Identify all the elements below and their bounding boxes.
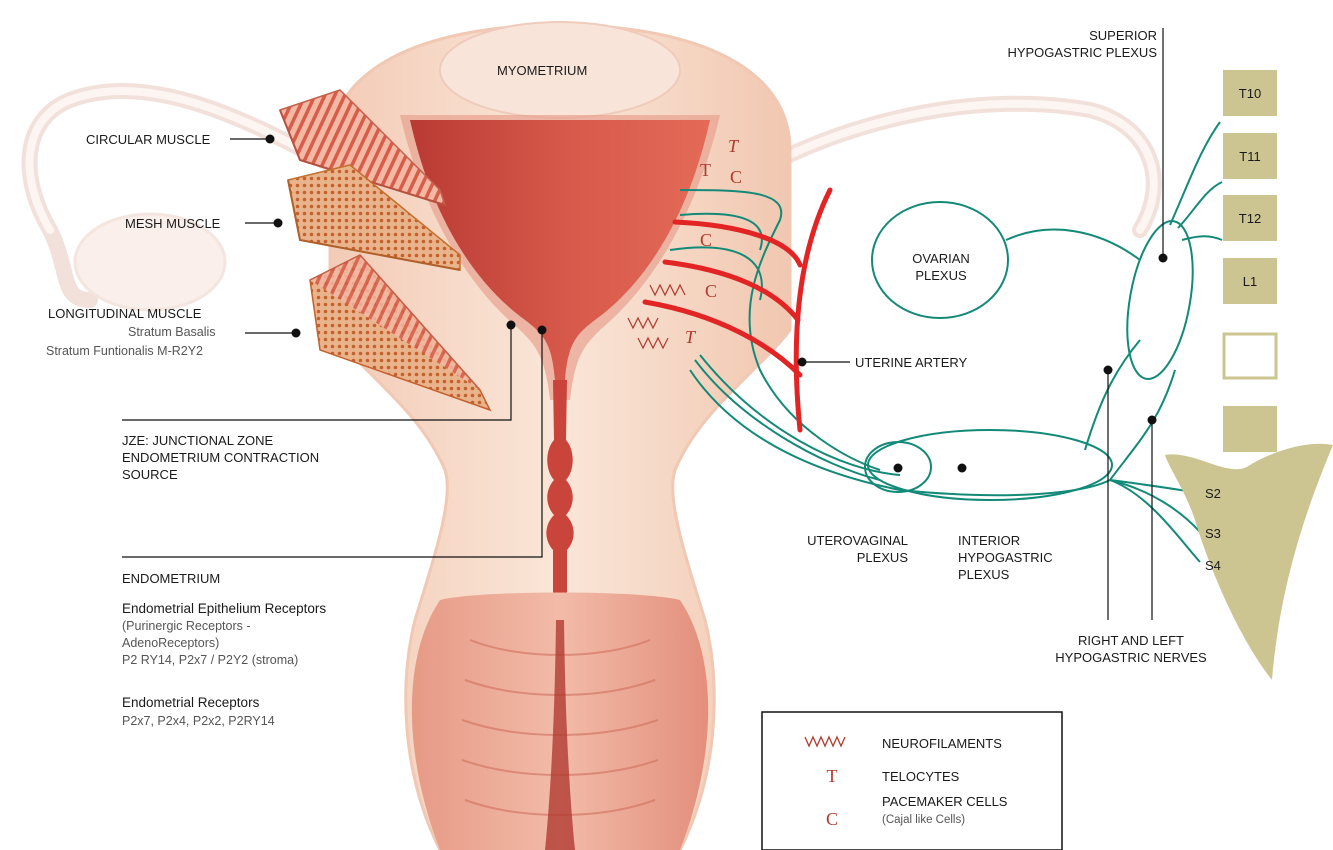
label-endometrium: ENDOMETRIUM — [122, 570, 220, 587]
telocyte-marker: T — [700, 160, 711, 180]
label-receptors-text: P2x7, P2x4, P2x2, P2RY14 — [122, 713, 275, 730]
label-receptors-title: Endometrial Receptors — [122, 694, 259, 711]
uterus-body — [330, 22, 790, 850]
label-ovarian-plexus: OVARIAN PLEXUS — [905, 250, 977, 284]
label-superior-plexus: SUPERIOR HYPOGASTRIC PLEXUS — [1000, 27, 1157, 61]
pacemaker-marker: C — [705, 281, 717, 301]
legend-note-pacemaker: (Cajal like Cells) — [882, 812, 965, 829]
label-epithelium-text: (Purinergic Receptors - AdenoReceptors) … — [122, 618, 298, 669]
label-hypogastric-nerves: RIGHT AND LEFT HYPOGASTRIC NERVES — [1040, 632, 1222, 666]
label-uterovaginal-plexus: UTEROVAGINAL PLEXUS — [780, 532, 908, 566]
sacral-label: S2 — [1205, 486, 1221, 501]
label-longitudinal-muscle: LONGITUDINAL MUSCLE — [48, 305, 201, 322]
label-interior-plexus: INTERIOR HYPOGASTRIC PLEXUS — [958, 532, 1053, 583]
label-stratum-functionalis: Stratum Funtionalis M-R2Y2 — [46, 343, 203, 360]
interior-plexus-shape — [868, 430, 1112, 500]
label-stratum-basalis: Stratum Basalis — [128, 324, 216, 341]
label-epithelium-title: Endometrial Epithelium Receptors — [122, 600, 326, 617]
sacral-label: S4 — [1205, 558, 1221, 573]
vertebra-outline — [1224, 334, 1276, 378]
pacemaker-marker: C — [730, 167, 742, 187]
superior-plexus-shape — [1117, 216, 1204, 384]
pacemaker-icon: C — [826, 809, 838, 829]
vertebra-label: T12 — [1239, 211, 1261, 226]
vertebra-label: T11 — [1239, 149, 1260, 164]
vertebra-filled — [1223, 406, 1277, 452]
telocyte-icon: T — [827, 766, 838, 786]
label-circular-muscle: CIRCULAR MUSCLE — [86, 131, 210, 148]
legend-label-pacemaker: PACEMAKER CELLS — [882, 793, 1007, 810]
label-uterine-artery: UTERINE ARTERY — [855, 354, 967, 371]
sacral-label: S3 — [1205, 526, 1221, 541]
vertebra-label: L1 — [1243, 274, 1257, 289]
spine: T10 T11 T12 L1 S2 S3 S4 — [1165, 70, 1333, 680]
legend-label-telocytes: TELOCYTES — [882, 768, 959, 785]
label-jze: JZE: JUNCTIONAL ZONE ENDOMETRIUM CONTRAC… — [122, 432, 319, 483]
label-myometrium: MYOMETRIUM — [497, 62, 587, 79]
label-mesh-muscle: MESH MUSCLE — [125, 215, 220, 232]
vertebra-label: T10 — [1239, 86, 1261, 101]
legend-label-neurofilaments: NEUROFILAMENTS — [882, 735, 1002, 752]
